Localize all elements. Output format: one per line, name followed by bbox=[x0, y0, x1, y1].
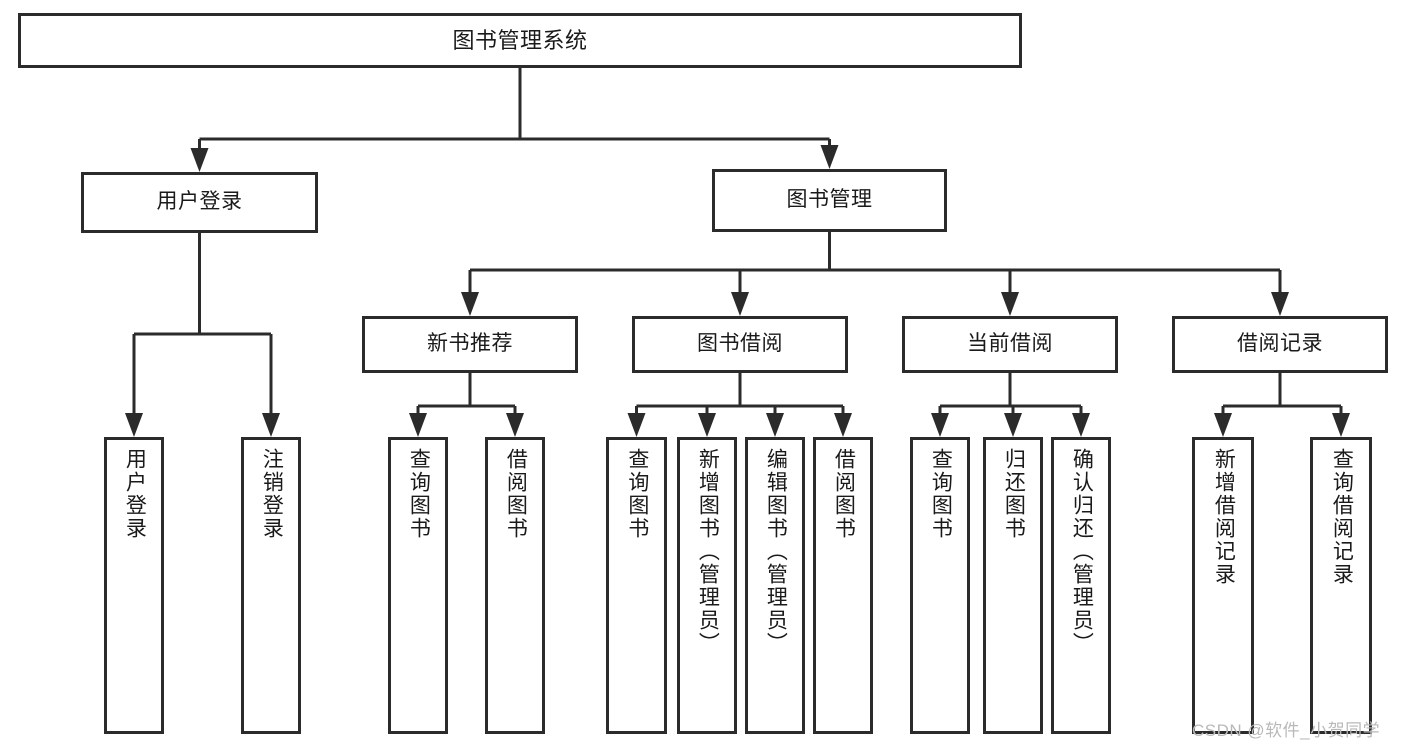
node-borrow-record[interactable]: 借阅记录 bbox=[1172, 316, 1388, 373]
node-label: 借阅记录 bbox=[1237, 332, 1323, 356]
node-label: 新增借阅记录 bbox=[1212, 448, 1236, 586]
node-leaf-borrow-2[interactable]: 借阅图书 bbox=[813, 437, 873, 734]
node-leaf-borrow-1[interactable]: 借阅图书 bbox=[485, 437, 545, 734]
node-user-login[interactable]: 用户登录 bbox=[81, 172, 318, 233]
node-label: 查询借阅记录 bbox=[1330, 448, 1354, 586]
node-label: 借阅图书 bbox=[504, 448, 528, 540]
node-label: 借阅图书 bbox=[832, 448, 856, 540]
node-new-book-rec[interactable]: 新书推荐 bbox=[362, 316, 578, 373]
node-label: 编辑图书（管理员） bbox=[764, 448, 788, 655]
node-label: 查询图书 bbox=[625, 448, 649, 540]
node-leaf-query-2[interactable]: 查询图书 bbox=[606, 437, 667, 734]
node-leaf-logout[interactable]: 注销登录 bbox=[241, 437, 301, 734]
node-label: 图书借阅 bbox=[697, 332, 783, 356]
node-label: 确认归还（管理员） bbox=[1070, 448, 1094, 655]
node-leaf-query-3[interactable]: 查询图书 bbox=[910, 437, 970, 734]
node-root[interactable]: 图书管理系统 bbox=[18, 13, 1022, 68]
node-label: 新书推荐 bbox=[427, 332, 513, 356]
node-label: 新增图书（管理员） bbox=[696, 448, 720, 655]
node-label: 归还图书 bbox=[1002, 448, 1026, 540]
node-label: 用户登录 bbox=[123, 448, 147, 540]
node-label: 用户登录 bbox=[156, 190, 243, 214]
node-label: 图书管理系统 bbox=[452, 27, 588, 53]
node-leaf-edit-book[interactable]: 编辑图书（管理员） bbox=[745, 437, 805, 734]
node-leaf-query-1[interactable]: 查询图书 bbox=[388, 437, 448, 734]
node-label: 图书管理 bbox=[786, 188, 873, 212]
node-leaf-add-book[interactable]: 新增图书（管理员） bbox=[677, 437, 737, 734]
node-leaf-return[interactable]: 归还图书 bbox=[983, 437, 1043, 734]
node-label: 当前借阅 bbox=[967, 332, 1053, 356]
watermark-text: CSDN @软件_小贺同学 bbox=[1192, 721, 1381, 740]
node-leaf-add-rec[interactable]: 新增借阅记录 bbox=[1192, 437, 1254, 734]
node-book-borrow[interactable]: 图书借阅 bbox=[632, 316, 848, 373]
node-current-borrow[interactable]: 当前借阅 bbox=[902, 316, 1118, 373]
node-label: 查询图书 bbox=[929, 448, 953, 540]
node-leaf-query-rec[interactable]: 查询借阅记录 bbox=[1310, 437, 1372, 734]
node-label: 查询图书 bbox=[407, 448, 431, 540]
node-label: 注销登录 bbox=[260, 448, 284, 540]
node-leaf-user-login[interactable]: 用户登录 bbox=[104, 437, 164, 734]
node-book-manage[interactable]: 图书管理 bbox=[712, 169, 947, 232]
node-leaf-confirm[interactable]: 确认归还（管理员） bbox=[1051, 437, 1111, 734]
